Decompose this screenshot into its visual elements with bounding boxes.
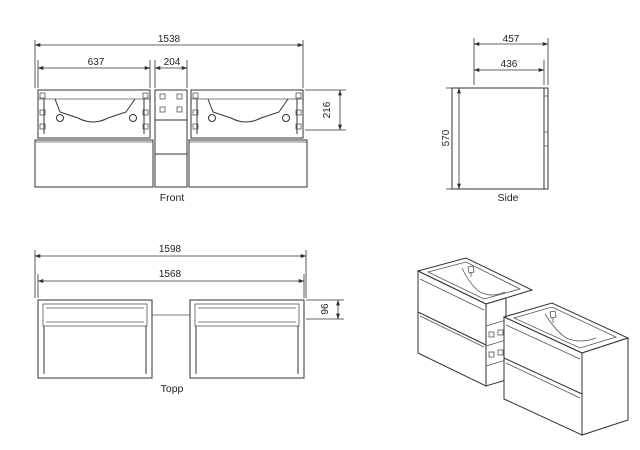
top-dimensions	[34, 250, 344, 320]
front-right-basin	[190, 89, 304, 139]
front-basin-height-label: 216	[322, 101, 333, 118]
iso-right-cabinet	[502, 302, 630, 436]
front-caption: Front	[160, 192, 185, 204]
iso-center-shelf	[485, 297, 507, 387]
top-right-cabinet	[189, 299, 305, 379]
front-basin-width-label: 637	[88, 57, 105, 68]
side-total-depth-label: 457	[503, 34, 520, 45]
front-center-shelf	[154, 89, 188, 188]
front-left-basin	[37, 89, 151, 139]
side-caption: Side	[497, 192, 518, 204]
iso-left-cabinet	[416, 257, 534, 387]
top-inner-width-label: 1568	[159, 269, 182, 280]
top-caption: Topp	[161, 383, 184, 395]
top-view: 1598 1568 96 Topp	[34, 244, 344, 395]
side-height-label: 570	[441, 129, 452, 146]
side-dimensions	[446, 38, 549, 190]
top-rim-depth-label: 96	[320, 303, 331, 315]
front-total-width-label: 1538	[158, 34, 181, 45]
top-left-cabinet	[37, 299, 153, 379]
side-inner-depth-label: 436	[501, 59, 518, 70]
top-outer-width-label: 1598	[159, 244, 182, 255]
side-view: 457 436 570 Side	[441, 34, 549, 204]
front-drawers	[34, 139, 308, 188]
front-center-width-label: 204	[164, 57, 181, 68]
front-dimensions	[34, 40, 346, 131]
front-view: 1538 637 204 216 Front	[34, 34, 346, 204]
isometric-view	[416, 257, 630, 436]
